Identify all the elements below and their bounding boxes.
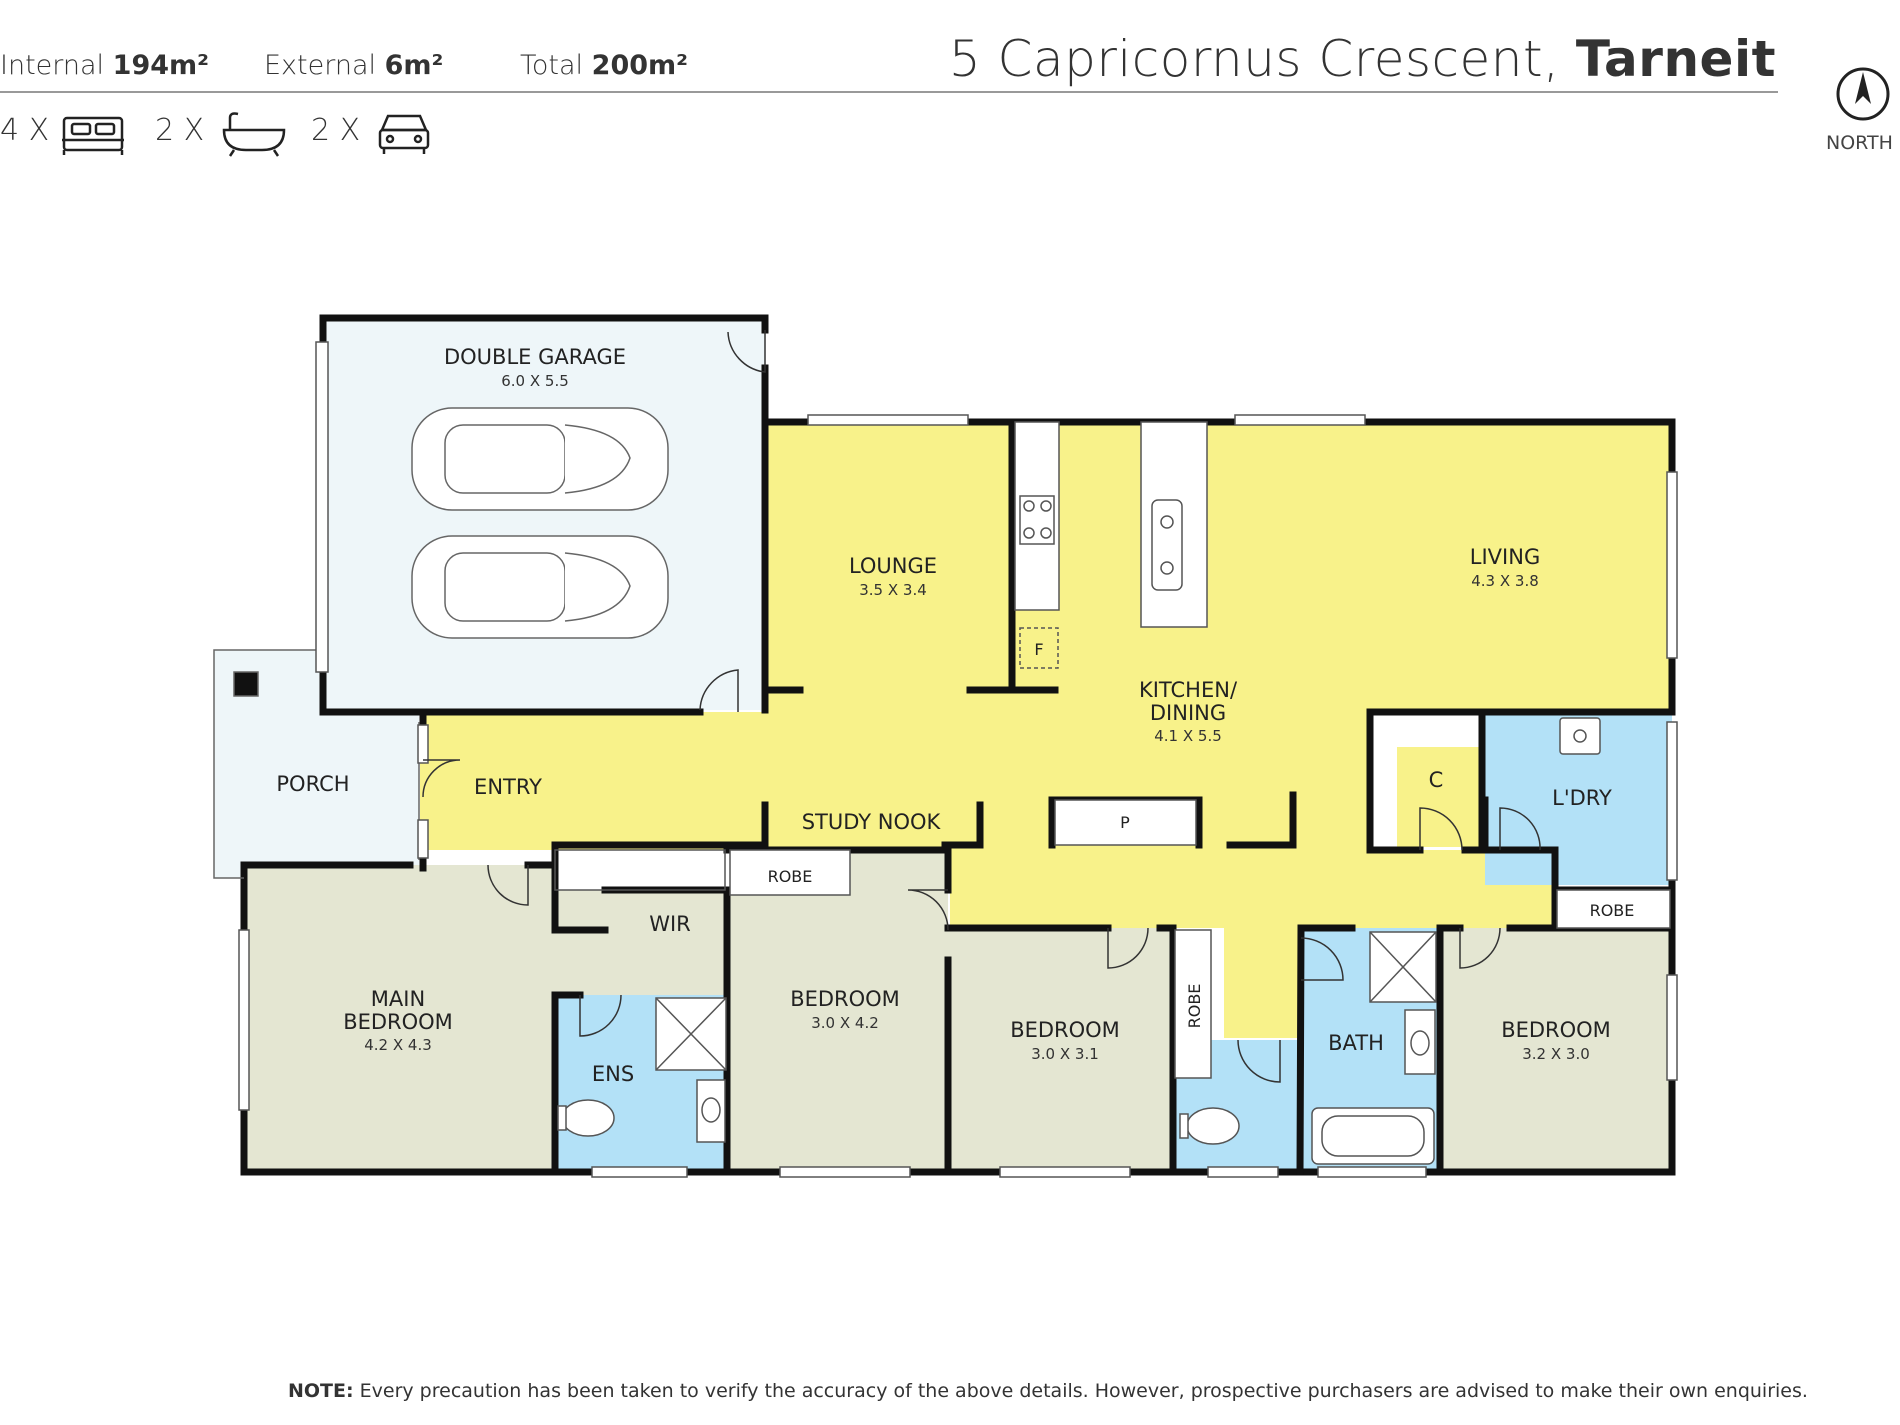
bathtub-icon bbox=[222, 112, 286, 157]
laundry-label: L'DRY bbox=[1552, 786, 1612, 810]
bedroom4-label: BEDROOM bbox=[1501, 1018, 1611, 1042]
bedroom2-area bbox=[730, 850, 948, 1169]
compass-label: NORTH bbox=[1826, 132, 1893, 154]
fixtures bbox=[554, 421, 1671, 1165]
entry-label: ENTRY bbox=[474, 775, 542, 799]
bedroom-count: 4 X bbox=[0, 113, 50, 148]
ensuite-label: ENS bbox=[592, 1062, 634, 1086]
main-bedroom-area bbox=[247, 865, 555, 1169]
robe-label-bed2: ROBE bbox=[768, 867, 813, 886]
internal-area: Internal 194m² bbox=[0, 50, 209, 81]
bedroom4-area bbox=[1440, 928, 1672, 1169]
kitchen-dims: 4.1 X 5.5 bbox=[1154, 727, 1222, 745]
total-value: 200m² bbox=[591, 50, 688, 81]
main-bedroom-label-line2: BEDROOM bbox=[343, 1010, 453, 1034]
header-divider bbox=[0, 91, 1778, 93]
fridge-label: F bbox=[1034, 640, 1043, 659]
windows bbox=[238, 341, 1678, 1178]
note-prefix: NOTE: bbox=[288, 1380, 354, 1402]
kitchen-label-line2: DINING bbox=[1150, 701, 1226, 725]
external-area: External 6m² bbox=[264, 50, 443, 81]
address-street: 5 Capricornus Crescent, bbox=[948, 30, 1560, 88]
garage-label: DOUBLE GARAGE bbox=[444, 345, 626, 369]
wir-area bbox=[555, 890, 727, 995]
external-value: 6m² bbox=[384, 50, 444, 81]
total-area: Total 200m² bbox=[520, 50, 688, 81]
bath-label: BATH bbox=[1328, 1031, 1384, 1055]
living-label: LIVING bbox=[1470, 545, 1540, 569]
garage-dims: 6.0 X 5.5 bbox=[501, 372, 569, 390]
car-icon bbox=[378, 114, 430, 154]
address-suburb: Tarneit bbox=[1575, 30, 1776, 88]
bedroom4-dims: 3.2 X 3.0 bbox=[1522, 1045, 1590, 1063]
garage-area bbox=[323, 318, 765, 710]
internal-value: 194m² bbox=[112, 50, 209, 81]
bedroom3-dims: 3.0 X 3.1 bbox=[1031, 1045, 1099, 1063]
cupboard-label: C bbox=[1429, 768, 1444, 792]
kitchen-label-line1: KITCHEN/ bbox=[1139, 678, 1238, 702]
lounge-dims: 3.5 X 3.4 bbox=[859, 581, 927, 599]
internal-label: Internal bbox=[0, 50, 105, 81]
total-label: Total bbox=[520, 50, 584, 81]
external-label: External bbox=[264, 50, 377, 81]
doors bbox=[422, 330, 1541, 1083]
address: 5 Capricornus Crescent, Tarneit bbox=[949, 30, 1776, 88]
bedroom2-label: BEDROOM bbox=[790, 987, 900, 1011]
bedroom3-area bbox=[948, 928, 1173, 1169]
study-nook-label: STUDY NOOK bbox=[802, 810, 942, 834]
bed-icon bbox=[62, 116, 124, 155]
car-graphics bbox=[411, 407, 669, 639]
pantry-label: P bbox=[1120, 813, 1130, 832]
disclaimer-note: NOTE: Every precaution has been taken to… bbox=[288, 1380, 1808, 1402]
robe-label-bed3: ROBE bbox=[1185, 984, 1204, 1029]
lounge-label: LOUNGE bbox=[849, 554, 937, 578]
compass-icon bbox=[1836, 67, 1890, 121]
wir-label: WIR bbox=[649, 912, 691, 936]
porch-label: PORCH bbox=[276, 772, 349, 796]
bedroom2-dims: 3.0 X 4.2 bbox=[811, 1014, 879, 1032]
living-zone bbox=[420, 422, 1672, 1038]
cupboard-area bbox=[1397, 747, 1482, 847]
living-dims: 4.3 X 3.8 bbox=[1471, 572, 1539, 590]
note-text: Every precaution has been taken to verif… bbox=[359, 1380, 1808, 1402]
robe-label-bed4: ROBE bbox=[1590, 901, 1635, 920]
bedroom3-label: BEDROOM bbox=[1010, 1018, 1120, 1042]
car-count: 2 X bbox=[311, 113, 361, 148]
main-bedroom-dims: 4.2 X 4.3 bbox=[364, 1036, 432, 1054]
main-bedroom-label-line1: MAIN bbox=[371, 987, 425, 1011]
bathroom-count: 2 X bbox=[155, 113, 205, 148]
walls bbox=[240, 314, 1676, 1176]
